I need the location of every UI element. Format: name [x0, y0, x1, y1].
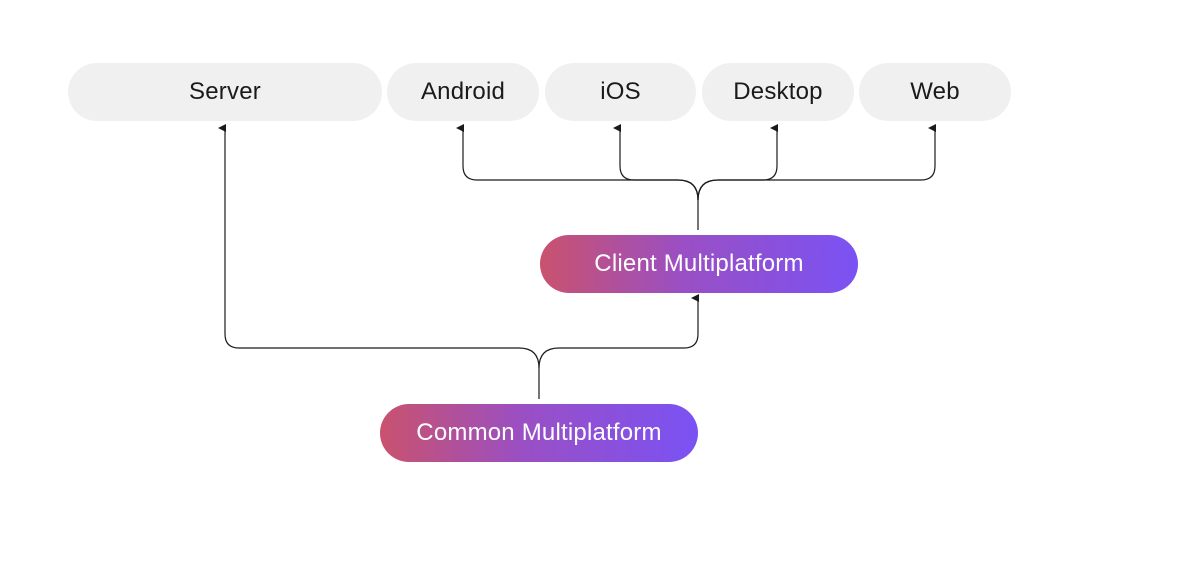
ios-target: iOS — [545, 63, 696, 121]
common-multiplatform-module: Common Multiplatform — [380, 404, 698, 462]
android-target: Android — [387, 63, 539, 121]
common-multiplatform-label: Common Multiplatform — [416, 419, 662, 446]
client-multiplatform-module: Client Multiplatform — [540, 235, 858, 293]
web-target: Web — [859, 63, 1011, 121]
connector-common-to-server — [218, 124, 540, 399]
connector-client-to-desktop — [697, 124, 778, 201]
connector-client-to-android — [456, 124, 699, 230]
desktop-target: Desktop — [702, 63, 854, 121]
connector-common-to-client — [538, 294, 699, 369]
web-label: Web — [910, 78, 960, 105]
connector-client-to-web — [697, 124, 936, 201]
server-target: Server — [68, 63, 382, 121]
android-label: Android — [420, 78, 506, 105]
server-label: Server — [189, 78, 261, 105]
connector-client-to-ios — [613, 124, 699, 201]
client-multiplatform-label: Client Multiplatform — [594, 250, 804, 277]
ios-label: iOS — [600, 78, 641, 105]
desktop-label: Desktop — [733, 78, 823, 105]
